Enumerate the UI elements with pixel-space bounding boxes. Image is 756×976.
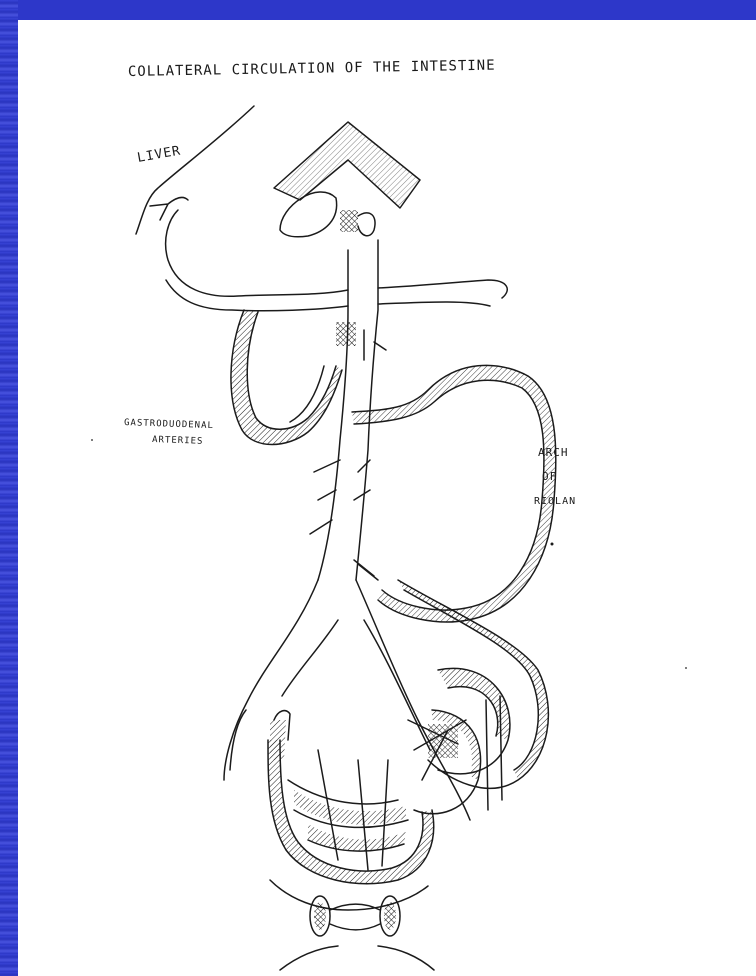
arch-of-riolan — [352, 365, 556, 622]
iliac-right-inner — [364, 620, 430, 750]
liver-outline — [136, 106, 254, 234]
stray-mark — [551, 543, 554, 546]
gastroduodenal-label-line1: GASTRODUODENAL — [124, 418, 214, 431]
gastroduodenal-label-line2: ARTERIES — [152, 435, 204, 447]
pelvic-outline — [270, 880, 434, 970]
rectal-arcades — [268, 711, 434, 884]
celiac-branch-right-lower — [378, 302, 490, 306]
esophagus-crura — [274, 122, 420, 237]
diagram-title: COLLATERAL CIRCULATION OF THE INTESTINE — [128, 58, 496, 80]
stray-mark-2 — [685, 667, 687, 669]
liver-label: LIVER — [136, 144, 182, 166]
liver-vessel — [150, 197, 188, 220]
slide-top-bar — [0, 0, 756, 20]
gastroduodenal-arteries — [231, 310, 342, 445]
left-iliac-stub — [230, 710, 246, 770]
celiac-origin-mark — [336, 322, 356, 346]
arch-label-line3: RIOLAN — [534, 496, 576, 507]
slide-left-bar — [0, 0, 18, 976]
anatomy-sketch: COLLATERAL CIRCULATION OF THE INTESTINE … — [18, 20, 756, 976]
celiac-branch-left — [166, 210, 348, 296]
stray-mark-3 — [91, 439, 93, 441]
sketch-paper: COLLATERAL CIRCULATION OF THE INTESTINE … — [18, 20, 756, 976]
celiac-branch-right — [378, 280, 507, 298]
